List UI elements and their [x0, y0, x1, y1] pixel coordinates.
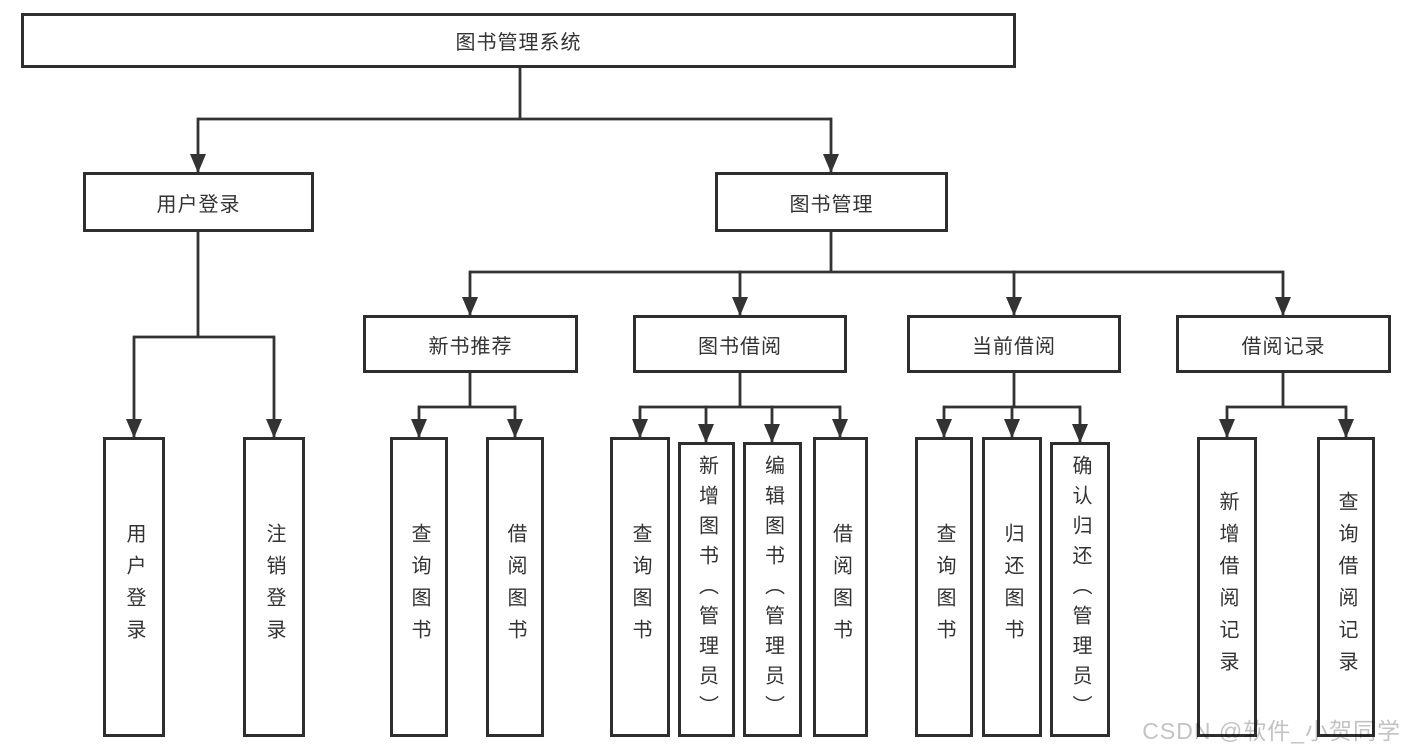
- connector-book-management: [462, 232, 1291, 316]
- node-book-management: 图书管理: [715, 172, 948, 232]
- node-leaf-return-book: 归还图书: [982, 437, 1042, 737]
- connector-root: [190, 68, 839, 173]
- node-leaf-query-borrow-record: 查询借阅记录: [1317, 437, 1375, 737]
- node-leaf-add-book-admin: 新增图书（管理员）: [678, 442, 735, 737]
- node-leaf-user-login: 用户登录: [103, 437, 165, 737]
- node-leaf-add-borrow-record: 新增借阅记录: [1197, 437, 1257, 737]
- node-leaf-borrow-query-book: 查询图书: [610, 437, 670, 737]
- node-root: 图书管理系统: [21, 13, 1016, 68]
- node-leaf-confirm-return-admin: 确认归还（管理员）: [1050, 442, 1110, 737]
- node-user-login: 用户登录: [83, 172, 314, 232]
- node-leaf-recommend-borrow-book: 借阅图书: [486, 437, 544, 737]
- node-book-borrow: 图书借阅: [633, 315, 847, 373]
- connector-book-borrow: [632, 373, 848, 443]
- connector-user-login: [126, 232, 282, 438]
- node-leaf-recommend-query-book: 查询图书: [390, 437, 448, 737]
- connector-new-book-recommend: [411, 373, 523, 438]
- node-leaf-logout: 注销登录: [243, 437, 305, 737]
- node-current-borrow: 当前借阅: [907, 315, 1121, 373]
- node-leaf-current-query-book: 查询图书: [915, 437, 973, 737]
- node-new-book-recommend: 新书推荐: [363, 315, 578, 373]
- node-leaf-edit-book-admin: 编辑图书（管理员）: [743, 442, 802, 737]
- connector-current-borrow: [936, 373, 1088, 443]
- node-borrow-record: 借阅记录: [1176, 315, 1391, 373]
- node-leaf-borrow-book: 借阅图书: [813, 437, 868, 737]
- connector-borrow-record: [1219, 373, 1354, 438]
- watermark: CSDN @软件_小贺同学: [1142, 718, 1401, 744]
